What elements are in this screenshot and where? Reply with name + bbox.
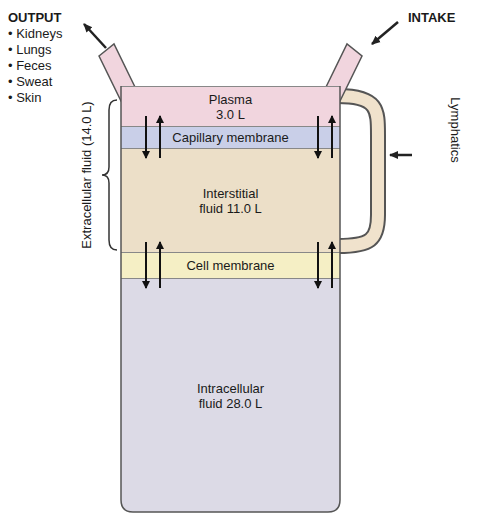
output-item: • Feces (8, 58, 52, 73)
exchange-arrow (331, 242, 333, 288)
exchange-arrow (145, 116, 147, 158)
side-label: Extracellular fluid (14.0 L) (79, 101, 94, 248)
band-label: Plasma 3.0 L (201, 92, 261, 122)
handle-outline (338, 96, 378, 246)
exchange-arrow (159, 116, 161, 158)
exchange-arrow (317, 116, 319, 158)
intake-arrow (372, 22, 398, 44)
plasma-band: Plasma 3.0 L (121, 86, 340, 126)
output-item: • Kidneys (8, 26, 62, 41)
exchange-arrow (317, 242, 319, 288)
lymph-arrow (390, 154, 412, 157)
extracellular-bracket (102, 100, 117, 250)
exchange-arrow (145, 242, 147, 288)
band-label: Cell membrane (186, 258, 274, 273)
intracellular-band: Intracellular fluid 28.0 L (121, 278, 340, 512)
interstitial-band: Interstitial fluid 11.0 L (121, 148, 340, 252)
output-item: • Skin (8, 90, 41, 105)
membrane-band: Capillary membrane (121, 126, 340, 148)
jug-outline-path (121, 86, 340, 512)
output-item: • Sweat (8, 74, 52, 89)
heading: OUTPUT (8, 10, 61, 25)
output-item: • Lungs (8, 42, 52, 57)
band-label: Intracellular fluid 28.0 L (186, 381, 276, 411)
jug-body (121, 86, 340, 512)
band-label: Capillary membrane (172, 130, 288, 145)
band-label: Interstitial fluid 11.0 L (191, 186, 271, 216)
exchange-arrow (159, 242, 161, 288)
side-label: Lymphatics (448, 97, 463, 162)
heading: INTAKE (408, 10, 455, 25)
membrane-band: Cell membrane (121, 252, 340, 278)
output-arrow (84, 24, 106, 48)
handle-fill (338, 96, 378, 246)
exchange-arrow (331, 116, 333, 158)
